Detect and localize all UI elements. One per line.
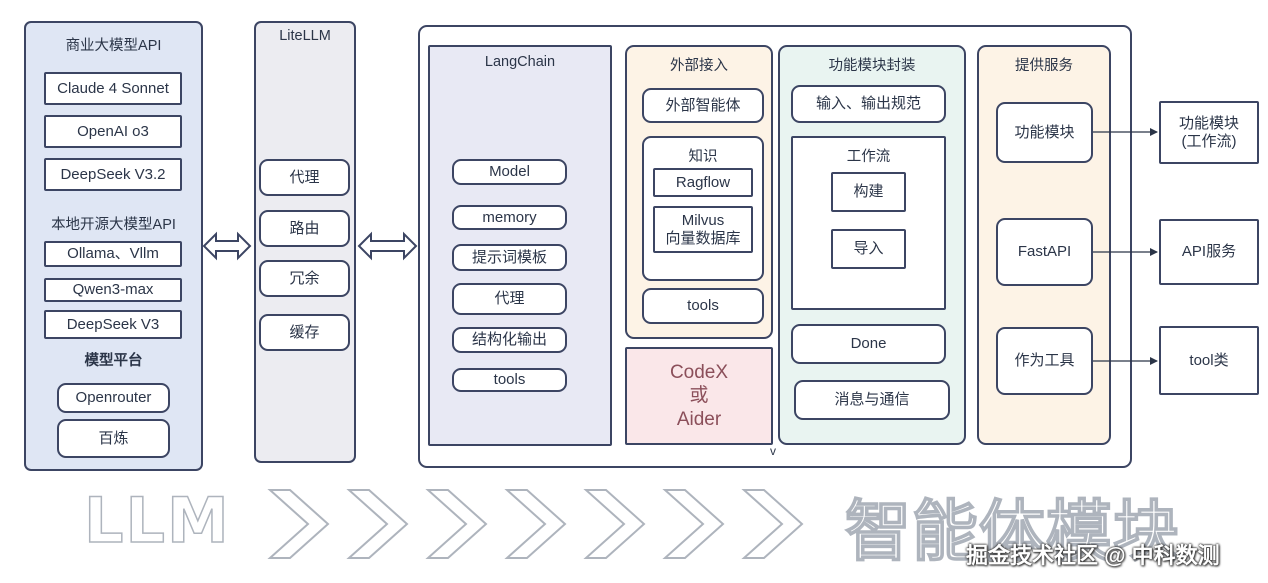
milvus-box[interactable]: Milvus 向量数据库 [653,206,753,253]
banner-chevrons [267,489,804,559]
model-deepseek-v3[interactable]: DeepSeek V3 [44,310,182,339]
langchain-structured-output[interactable]: 结构化输出 [452,327,567,353]
banner-chevron [583,489,646,559]
output-function-module[interactable]: 功能模块 (工作流) [1159,101,1259,164]
done-box[interactable]: Done [791,324,946,364]
banner-chevron [741,489,804,559]
workflow-panel [791,136,946,310]
workflow-import[interactable]: 导入 [831,229,906,269]
litellm-title: LiteLLM [279,28,331,44]
langchain-memory[interactable]: memory [452,205,567,230]
platform-title: 模型平台 [84,353,143,369]
service-function-module[interactable]: 功能模块 [996,102,1093,163]
model-deepseek-v3-2[interactable]: DeepSeek V3.2 [44,158,182,191]
output-tool-class[interactable]: tool类 [1159,326,1259,395]
commercial-api-title: 商业大模型API [65,38,162,54]
local-api-title: 本地开源大模型API [51,217,176,233]
ragflow-box[interactable]: Ragflow [653,168,753,197]
banner-chevron [346,489,409,559]
io-spec-box[interactable]: 输入、输出规范 [791,85,946,123]
service-fastapi[interactable]: FastAPI [996,218,1093,286]
langchain-title: LangChain [484,54,556,70]
output-api-service[interactable]: API服务 [1159,219,1259,285]
litellm-redundancy[interactable]: 冗余 [259,260,350,297]
model-claude-4-sonnet[interactable]: Claude 4 Sonnet [44,72,182,105]
banner-agent-text: 智能体模块 [844,492,1180,571]
knowledge-title: 知识 [688,149,718,165]
function-wrap-title: 功能模块封装 [828,58,916,74]
external-access-title: 外部接入 [670,58,728,74]
banner-chevron [425,489,488,559]
service-as-tool[interactable]: 作为工具 [996,327,1093,395]
external-agent[interactable]: 外部智能体 [642,88,764,123]
litellm-proxy[interactable]: 代理 [259,159,350,196]
double-arrow-llm-litellm [202,231,252,261]
banner-llm-text: LLM [83,483,231,558]
litellm-cache[interactable]: 缓存 [259,314,350,351]
platform-openrouter[interactable]: Openrouter [57,383,170,413]
messaging-box[interactable]: 消息与通信 [794,380,950,420]
langchain-prompt-template[interactable]: 提示词模板 [452,244,567,271]
banner-chevron [662,489,725,559]
model-qwen3-max[interactable]: Qwen3-max [44,278,182,302]
agent-module-container [418,25,1132,468]
services-title: 提供服务 [1015,58,1073,74]
platform-bailian[interactable]: 百炼 [57,419,170,458]
langchain-tools[interactable]: tools [452,368,567,392]
double-arrow-litellm-agent [357,231,418,261]
langchain-agent[interactable]: 代理 [452,283,567,315]
litellm-routing[interactable]: 路由 [259,210,350,247]
workflow-title: 工作流 [846,149,891,165]
banner-chevron [504,489,567,559]
watermark: 掘金技术社区 @ 中科数测 [966,543,1220,568]
banner-chevron [267,489,330,559]
stray-mark: v [770,444,776,458]
external-tools[interactable]: tools [642,288,764,324]
model-ollama-vllm[interactable]: Ollama、Vllm [44,241,182,267]
model-openai-o3[interactable]: OpenAI o3 [44,115,182,148]
codex-aider-box: CodeX 或 Aider [625,347,773,445]
workflow-build[interactable]: 构建 [831,172,906,212]
langchain-model[interactable]: Model [452,159,567,185]
